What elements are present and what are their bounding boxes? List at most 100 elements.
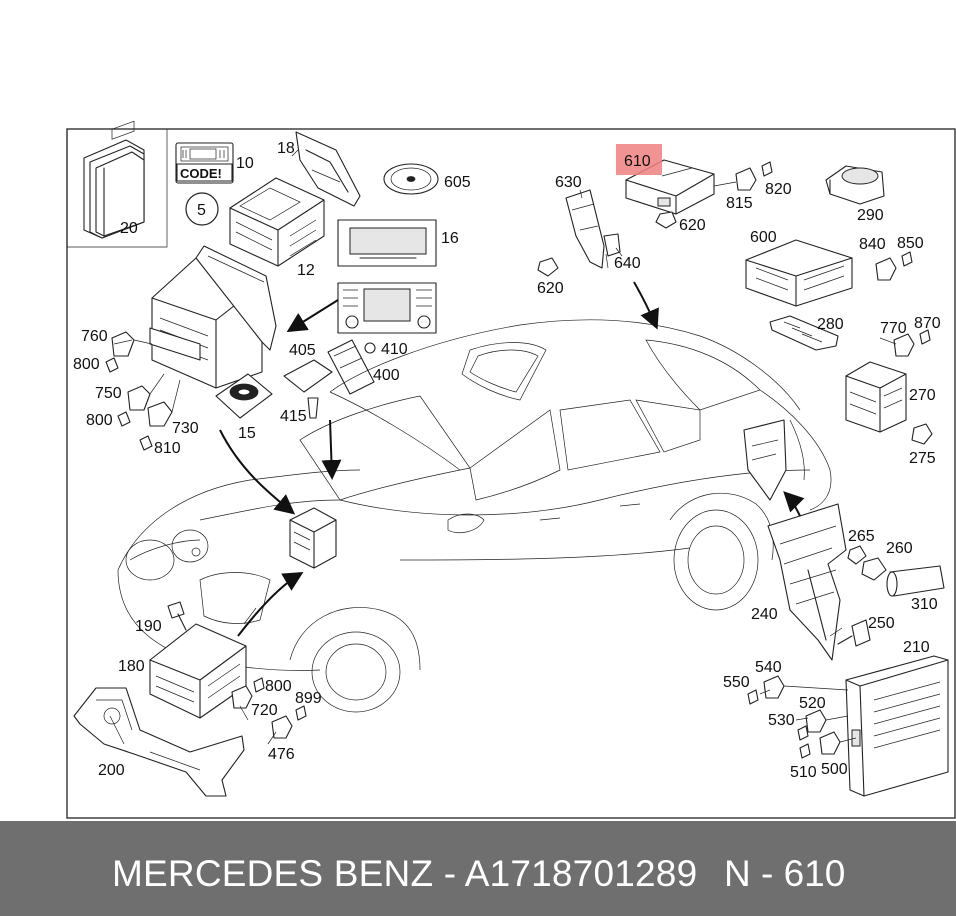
hard-disk-drawing: [215, 373, 273, 419]
label-415: 415: [280, 408, 307, 425]
footer-bar: MERCEDES BENZ - A1718701289 N - 610: [0, 821, 956, 916]
label-180: 180: [118, 658, 145, 675]
label-476: 476: [268, 746, 295, 763]
label-620a: 620: [679, 217, 706, 234]
label-750: 750: [95, 385, 122, 402]
label-610: 610: [624, 153, 651, 170]
label-290: 290: [857, 207, 884, 224]
label-800a: 800: [73, 356, 100, 373]
label-605: 605: [444, 174, 471, 191]
owners-manual-drawing: [83, 120, 145, 239]
connectors-815-820-drawing: [713, 161, 773, 191]
label-820: 820: [765, 181, 792, 198]
module-210-drawing: [845, 655, 949, 797]
connectors-bottom-left-drawing: [231, 677, 307, 739]
speaker-290-drawing: [825, 165, 885, 205]
label-20: 20: [120, 220, 138, 237]
cd-disc-drawing: [383, 163, 439, 195]
label-815: 815: [726, 195, 753, 212]
label-620b: 620: [537, 280, 564, 297]
label-600: 600: [750, 229, 777, 246]
label-310: 310: [911, 596, 938, 613]
module-270-drawing: [845, 361, 907, 433]
manual-inset-box: [66, 129, 168, 248]
label-5: 5: [197, 202, 206, 219]
label-640: 640: [614, 255, 641, 272]
bolt-250-drawing: [837, 619, 871, 647]
label-760: 760: [81, 328, 108, 345]
connectors-840-850-drawing: [875, 251, 913, 281]
label-265: 265: [848, 528, 875, 545]
label-730: 730: [172, 420, 199, 437]
label-410: 410: [381, 341, 408, 358]
navigation-unit-drawing: [149, 245, 277, 389]
diagram-frame: [66, 128, 956, 819]
label-510: 510: [790, 764, 817, 781]
unit-180-drawing: [149, 623, 247, 719]
label-405: 405: [289, 342, 316, 359]
label-400: 400: [373, 367, 400, 384]
footer-title: MERCEDES BENZ - A1718701289: [112, 853, 698, 894]
label-540: 540: [755, 659, 782, 676]
label-10: 10: [236, 155, 254, 172]
label-850: 850: [897, 235, 924, 252]
label-12: 12: [297, 262, 315, 279]
label-16: 16: [441, 230, 459, 247]
left-connectors-drawing: [105, 331, 181, 451]
leader-lines: [113, 149, 897, 745]
label-870: 870: [914, 315, 941, 332]
carrier-200-drawing: [73, 687, 245, 797]
label-275: 275: [909, 450, 936, 467]
bracket-240-drawing: [767, 503, 847, 661]
nut-260-drawing: [861, 557, 887, 581]
label-18: 18: [277, 140, 295, 157]
label-15: 15: [238, 425, 256, 442]
connectors-770-870-drawing: [893, 329, 931, 357]
nut-620b-drawing: [537, 257, 559, 277]
label-270: 270: [909, 387, 936, 404]
bolt-190-drawing: [167, 601, 187, 631]
nut-265-drawing: [847, 545, 867, 565]
label-200: 200: [98, 762, 125, 779]
bracket-630-drawing: [565, 189, 621, 269]
label-520: 520: [799, 695, 826, 712]
label-260: 260: [886, 540, 913, 557]
label-280: 280: [817, 316, 844, 333]
code-card-text: CODE!: [180, 166, 222, 181]
label-720: 720: [251, 702, 278, 719]
center-ecu-drawing: [289, 507, 337, 569]
nut-275-drawing: [911, 423, 933, 445]
label-530: 530: [768, 712, 795, 729]
radio-unit-drawing: [229, 177, 325, 267]
module-310-drawing: [886, 565, 945, 597]
code-card-drawing: CODE!: [175, 142, 234, 184]
label-810: 810: [154, 440, 181, 457]
label-250: 250: [868, 615, 895, 632]
label-630: 630: [555, 174, 582, 191]
callout-labels: 20 10 5 18 12 605 16 760 800 750 800 730…: [73, 140, 941, 781]
tuner-600-drawing: [745, 239, 853, 307]
highlight-610: [616, 144, 662, 175]
head-unit-drawing: [337, 282, 437, 334]
label-240: 240: [751, 606, 778, 623]
assembly-arrows: [219, 281, 805, 637]
label-770: 770: [880, 320, 907, 337]
mount-bracket-drawing: [283, 339, 376, 419]
bezel-frame-drawing: [295, 131, 361, 207]
remote-280-drawing: [769, 315, 839, 351]
label-899: 899: [295, 690, 322, 707]
callout-circle: [185, 192, 219, 226]
connectors-bottom-right-drawing: [747, 675, 857, 759]
footer-part-ref: N - 610: [724, 853, 846, 894]
label-800b: 800: [86, 412, 113, 429]
label-190: 190: [135, 618, 162, 635]
label-500: 500: [821, 761, 848, 778]
label-840: 840: [859, 236, 886, 253]
nut-620-drawing: [655, 211, 677, 229]
rear-bracket-drawing: [743, 419, 787, 501]
display-screen-drawing: [337, 219, 437, 267]
label-550: 550: [723, 674, 750, 691]
label-800c: 800: [265, 678, 292, 695]
label-210: 210: [903, 639, 930, 656]
